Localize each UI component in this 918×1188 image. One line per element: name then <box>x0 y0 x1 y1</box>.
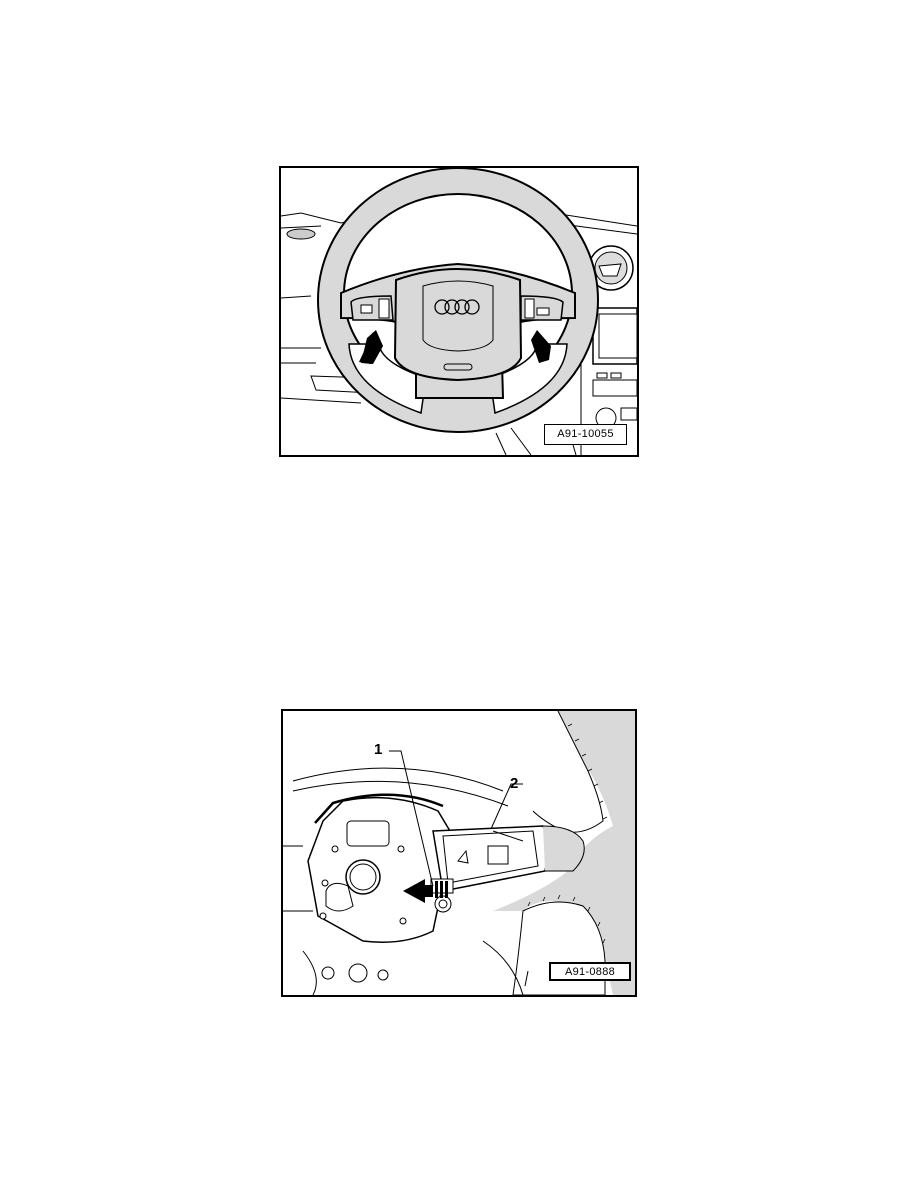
figure-id-label: A91-0888 <box>549 962 631 981</box>
audi-logo <box>434 299 480 315</box>
steering-wheel-illustration <box>281 168 637 455</box>
callout-2: 2 <box>510 775 519 792</box>
figure-id-label: A91-10055 <box>544 424 627 445</box>
figure-steering-wheel: A91-10055 <box>279 166 639 457</box>
callout-1: 1 <box>374 741 383 758</box>
figure-switch-removal: 1 2 A91-0888 <box>281 709 637 997</box>
arrow-right-icon <box>531 330 551 363</box>
switch-removal-illustration <box>283 711 635 995</box>
removal-arrow-icon <box>403 879 433 903</box>
